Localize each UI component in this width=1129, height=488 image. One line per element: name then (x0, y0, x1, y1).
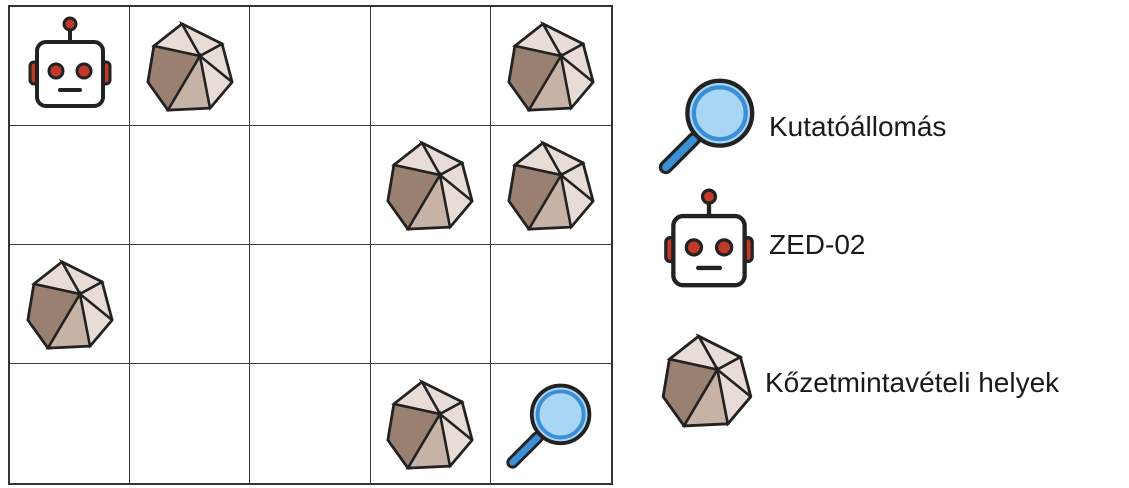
rock-icon (655, 328, 759, 437)
grid-cell-r2-c2 (130, 126, 250, 245)
rock-icon (501, 16, 601, 116)
robot-icon (655, 188, 763, 301)
rock-icon (140, 16, 240, 116)
grid-cell-r4-c1 (10, 364, 130, 483)
rock-icon (380, 135, 480, 235)
robot-icon (20, 16, 120, 116)
grid-cell-r1-c4 (371, 7, 491, 126)
grid-cell-r2-c3 (250, 126, 370, 245)
legend-item-rock: Kőzetmintavételi helyek (655, 328, 1059, 437)
rock-icon (20, 254, 120, 354)
grid-cell-r2-c4 (371, 126, 491, 245)
map-grid (8, 5, 613, 485)
rock-icon (380, 374, 480, 474)
grid-cell-r4-c3 (250, 364, 370, 483)
legend-label-station: Kutatóállomás (769, 111, 946, 143)
grid-cell-r3-c2 (130, 245, 250, 364)
grid-cell-r3-c4 (371, 245, 491, 364)
grid-cell-r3-c5 (491, 245, 611, 364)
grid-cell-r4-c4 (371, 364, 491, 483)
grid-cell-r1-c1 (10, 7, 130, 126)
grid-cell-r4-c5 (491, 364, 611, 483)
magnifier-icon (503, 376, 599, 472)
grid-cell-r2-c1 (10, 126, 130, 245)
grid-cell-r1-c2 (130, 7, 250, 126)
grid-cell-r4-c2 (130, 364, 250, 483)
grid-cell-r1-c5 (491, 7, 611, 126)
magnifier-icon (655, 70, 763, 183)
legend-item-station: Kutatóállomás (655, 70, 946, 183)
legend-item-robot: ZED-02 (655, 188, 865, 301)
grid-cell-r3-c1 (10, 245, 130, 364)
legend-label-robot: ZED-02 (769, 229, 865, 261)
rock-icon (501, 135, 601, 235)
legend-label-rock: Kőzetmintavételi helyek (765, 367, 1059, 399)
grid-cell-r2-c5 (491, 126, 611, 245)
grid-cell-r1-c3 (250, 7, 370, 126)
grid-cell-r3-c3 (250, 245, 370, 364)
